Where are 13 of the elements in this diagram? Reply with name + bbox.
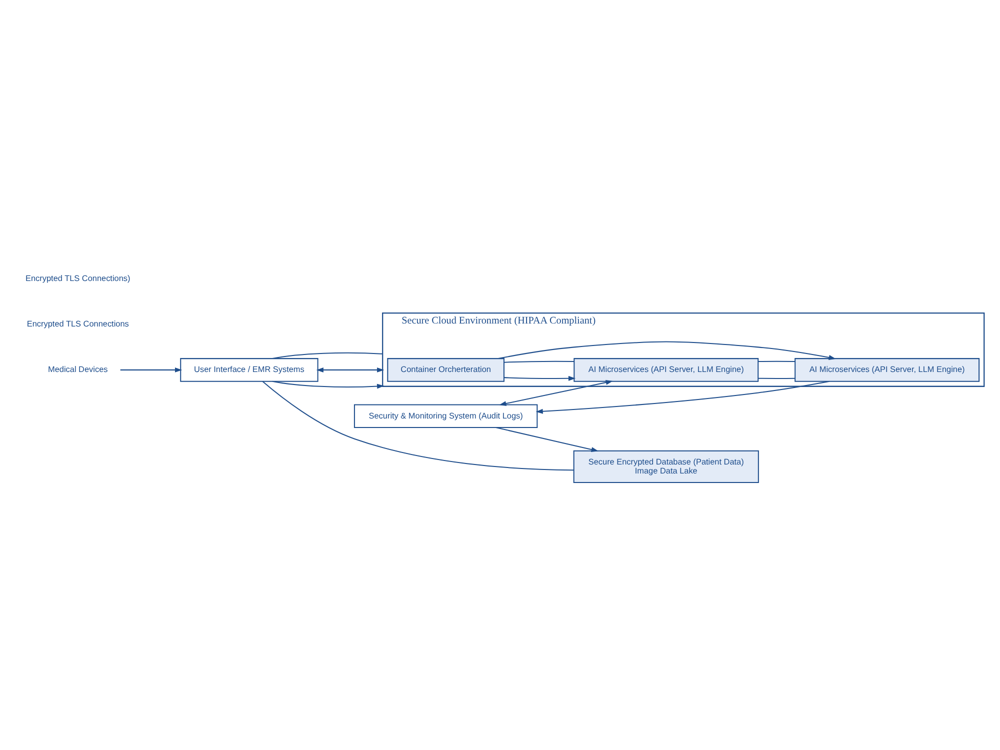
connector xyxy=(272,352,382,360)
connector xyxy=(758,378,795,379)
arrow xyxy=(535,380,830,414)
arrow xyxy=(495,427,598,452)
connector xyxy=(262,381,574,471)
connector xyxy=(758,360,795,362)
arrow xyxy=(120,367,182,372)
arrow xyxy=(272,380,384,389)
arrow xyxy=(503,376,576,381)
arrow xyxy=(498,341,836,360)
arrow xyxy=(316,367,384,372)
arrow xyxy=(498,380,612,406)
connector xyxy=(503,360,574,363)
